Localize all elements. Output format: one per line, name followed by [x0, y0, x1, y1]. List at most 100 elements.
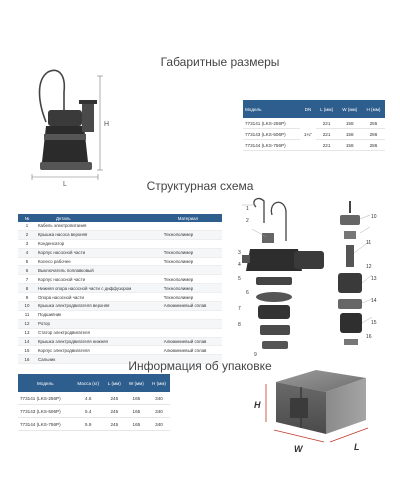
part-number: 13 — [18, 328, 36, 338]
dim-h: 286 — [361, 139, 385, 151]
pump-dimension-drawing: H L — [31, 69, 109, 187]
dim-w: 158 — [337, 128, 362, 140]
parts-header-part: Деталь — [36, 214, 162, 222]
part-material: Технополимер — [161, 274, 222, 285]
exploded-view-drawing — [242, 197, 373, 349]
callout-number: 13 — [371, 276, 377, 282]
part-name: Крышка электродвигателя верхняя — [36, 301, 162, 311]
pack-mass: 5.4 — [72, 404, 104, 418]
pack-w: 165 — [124, 392, 148, 405]
part-material: Алюминиевый сплав — [161, 337, 222, 347]
dimensions-table: Модель DN L (мм) W (мм) H (мм) 773141 (L… — [243, 100, 385, 151]
dim-header-dn: DN — [300, 100, 316, 118]
dim-label-h: H — [104, 121, 109, 128]
part-name: Крышка насоса верхняя — [36, 230, 162, 240]
structure-title: Структурная схема — [146, 179, 254, 193]
part-material — [161, 222, 222, 231]
pack-h: 340 — [147, 392, 170, 405]
part-number: 15 — [18, 345, 36, 356]
part-name: Статор электродвигателя — [36, 328, 162, 338]
parts-header-material: Материал — [161, 214, 222, 222]
pack-l: 245 — [103, 392, 125, 405]
dim-l: 221 — [315, 118, 338, 129]
part-number: 14 — [18, 337, 36, 347]
part-name: Кабель электропитания — [36, 222, 162, 231]
part-material: Технополимер — [161, 230, 222, 240]
pack-mass: 4.6 — [72, 392, 104, 405]
table-row: 773143 (LKS-506P) 221 158 286 — [243, 128, 385, 140]
dim-model: 773144 (LKS-756P) — [243, 139, 301, 151]
pack-model: 773144 (LKS-756P) — [18, 417, 73, 431]
part-number: 12 — [18, 319, 36, 329]
dim-w: 158 — [337, 118, 362, 129]
callout-number: 5 — [238, 276, 241, 282]
part-name: Ротор — [36, 319, 162, 329]
part-material — [161, 265, 222, 276]
callout-number: 8 — [238, 322, 241, 328]
table-row: 773144 (LKS-756P) 5.9 245 165 340 — [18, 417, 170, 431]
pack-mass: 5.9 — [72, 417, 104, 431]
part-number: 4 — [18, 248, 36, 258]
part-number: 10 — [18, 301, 36, 311]
dim-dn: 1¼" — [300, 118, 316, 151]
callout-number: 14 — [371, 298, 377, 304]
dim-w: 158 — [337, 139, 362, 151]
dim-label-l: L — [63, 181, 67, 187]
box-label-w: W — [294, 444, 304, 454]
part-material: Технополимер — [161, 257, 222, 267]
packing-title: Информация об упаковке — [128, 359, 272, 373]
pack-h: 340 — [147, 404, 170, 418]
table-row: 773143 (LKS-506P) 5.4 245 165 340 — [18, 404, 170, 418]
table-row: 773141 (LKS-256P) 4.6 245 165 340 — [18, 392, 170, 405]
part-name: Колесо рабочее — [36, 257, 162, 267]
callout-number: 9 — [254, 352, 257, 358]
dim-h: 286 — [361, 128, 385, 140]
box-label-l: L — [354, 442, 360, 452]
part-number: 2 — [18, 230, 36, 240]
packing-box-drawing: H W L — [254, 370, 369, 454]
part-number: 5 — [18, 257, 36, 267]
dim-header-w: W (мм) — [337, 100, 362, 118]
table-row: 773144 (LKS-756P) 221 158 286 — [243, 139, 385, 151]
dim-model: 773141 (LKS-256P) — [243, 118, 301, 129]
part-name: Конденсатор — [36, 239, 162, 249]
box-label-h: H — [254, 400, 261, 410]
part-number: 8 — [18, 283, 36, 294]
part-name: Подшипник — [36, 310, 162, 320]
part-name: Крышка электродвигателя нижняя — [36, 337, 162, 347]
part-number: 7 — [18, 274, 36, 285]
part-number: 9 — [18, 292, 36, 303]
part-number: 6 — [18, 265, 36, 276]
callout-number: 16 — [366, 334, 372, 340]
pack-model: 773141 (LKS-256P) — [18, 392, 73, 405]
callout-number: 2 — [246, 218, 249, 224]
part-material — [161, 328, 222, 338]
dim-h: 255 — [361, 118, 385, 129]
part-material — [161, 239, 222, 249]
part-name: Нижняя опора насосной части с диффузором — [36, 283, 162, 294]
table-row: 773141 (LKS-256P) 1¼" 221 158 255 — [243, 118, 385, 151]
pack-header-mass: Масса (кг) — [72, 374, 104, 392]
pack-l: 245 — [103, 404, 125, 418]
part-material: Алюминиевый сплав — [161, 301, 222, 311]
part-material — [161, 354, 222, 365]
dim-header-l: L (мм) — [315, 100, 338, 118]
part-material: Технополимер — [161, 292, 222, 303]
pack-h: 340 — [147, 417, 170, 431]
callout-number: 4 — [238, 262, 241, 268]
pack-header-l: L (мм) — [103, 374, 125, 392]
callout-number: 6 — [246, 290, 249, 296]
